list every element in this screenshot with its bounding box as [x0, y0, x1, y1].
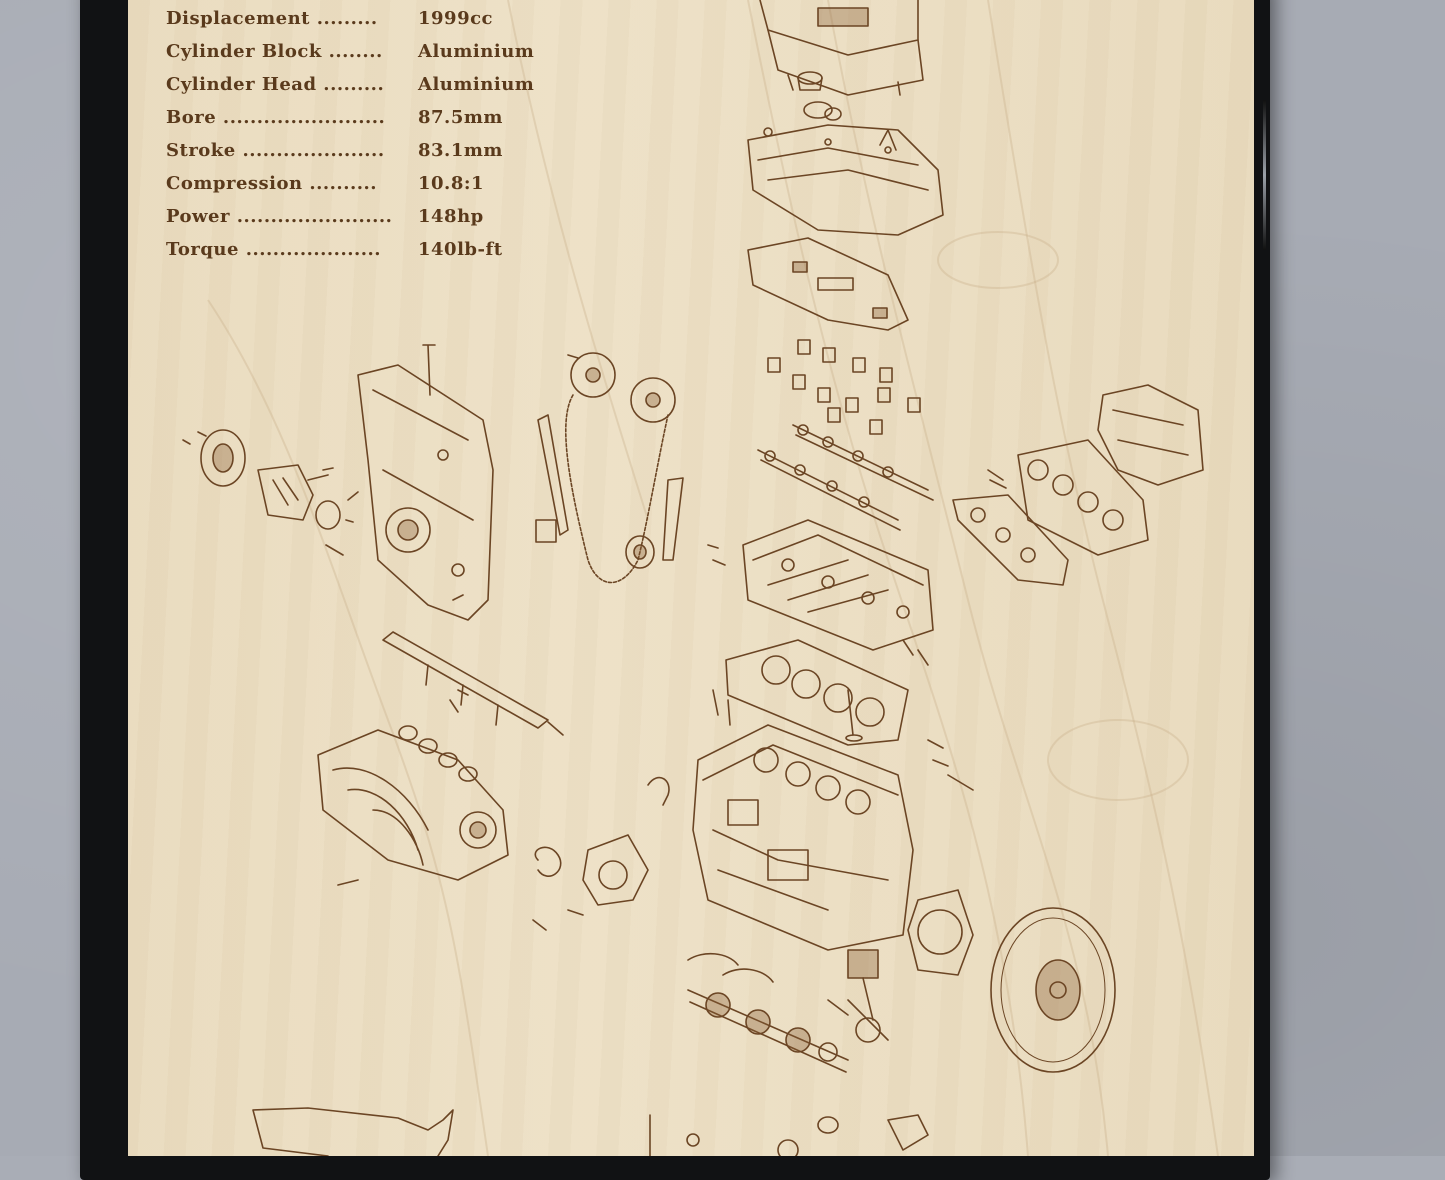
bottom-parts	[649, 1114, 929, 1156]
spec-label: Torque ....................	[166, 239, 382, 260]
spec-value: 140lb-ft	[418, 239, 503, 260]
exhaust-gasket	[952, 494, 1069, 586]
spec-label: Displacement .........	[166, 8, 378, 29]
engine-block	[692, 724, 914, 951]
spec-row: Torque .................... 140lb-ft	[166, 233, 534, 266]
valve-cover-gasket	[747, 237, 909, 331]
dipstick	[422, 344, 436, 396]
spec-label: Power .......................	[166, 206, 393, 227]
oil-cap	[797, 71, 842, 121]
spec-label: Stroke .....................	[166, 140, 385, 161]
usa-map-outline	[252, 1107, 454, 1156]
exhaust-heat-shield	[1097, 384, 1204, 486]
spec-row: Cylinder Head ......... Aluminium	[166, 68, 534, 101]
spec-row: Stroke ..................... 83.1mm	[166, 134, 534, 167]
engine-cover	[759, 0, 924, 96]
crank-pulley	[182, 429, 246, 487]
spec-label: Bore ........................	[166, 107, 386, 128]
head-gasket	[725, 639, 909, 746]
intake-manifold	[317, 729, 509, 881]
water-pump	[257, 464, 341, 530]
pistons	[827, 949, 889, 1043]
spec-value: 83.1mm	[418, 140, 503, 161]
timing-cover	[357, 364, 494, 621]
crankshaft	[687, 952, 849, 1073]
spec-value: 10.8:1	[418, 173, 485, 194]
spec-value: 1999cc	[418, 8, 494, 29]
throttle-body	[534, 834, 649, 906]
camshaft-caps	[767, 339, 921, 435]
spec-row: Displacement ......... 1999cc	[166, 2, 534, 35]
sensor-harness	[647, 776, 670, 806]
chain-guides	[535, 414, 684, 561]
spec-value: 87.5mm	[418, 107, 503, 128]
crank-sprocket	[625, 535, 655, 569]
valve-cover	[747, 124, 944, 236]
engine-spec-list: Displacement ......... 1999cc Cylinder Bl…	[166, 2, 534, 266]
exploded-engine-drawing	[182, 0, 1204, 1156]
spec-label: Compression ..........	[166, 173, 378, 194]
spec-row: Cylinder Block ........ Aluminium	[166, 35, 534, 68]
timing-chain	[565, 394, 669, 584]
rear-seal-plate	[907, 889, 974, 976]
spec-row: Bore ........................ 87.5mm	[166, 101, 534, 134]
spec-label: Cylinder Block ........	[166, 41, 383, 62]
spec-label: Cylinder Head .........	[166, 74, 385, 95]
spec-value: 148hp	[418, 206, 484, 227]
valves	[712, 639, 929, 742]
bolts	[307, 467, 974, 931]
spec-row: Power ....................... 148hp	[166, 200, 534, 233]
cam-sprockets	[567, 352, 676, 423]
intake-gaskets	[398, 725, 478, 782]
camshafts	[757, 424, 934, 531]
cylinder-head	[742, 519, 934, 651]
wood-grain	[207, 0, 1219, 1156]
fuel-rail	[382, 631, 564, 736]
spec-value: Aluminium	[418, 74, 535, 95]
engraved-wood-board: Displacement ......... 1999cc Cylinder Bl…	[128, 0, 1254, 1156]
spec-value: Aluminium	[418, 41, 535, 62]
flywheel	[990, 907, 1116, 1073]
exhaust-manifold	[987, 439, 1149, 556]
spec-row: Compression .......... 10.8:1	[166, 167, 534, 200]
